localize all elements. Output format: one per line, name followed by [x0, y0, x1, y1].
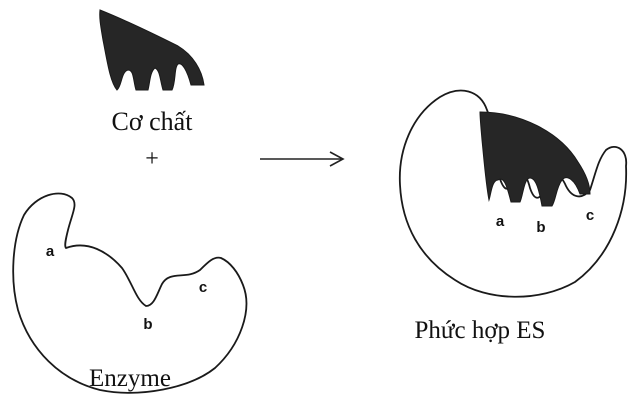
enzyme-site-b: b	[143, 316, 152, 333]
complex-site-b: b	[536, 219, 545, 236]
enzyme-group: a b c Enzyme	[13, 193, 246, 392]
enzyme-site-c: c	[199, 279, 207, 296]
plus-sign: +	[145, 146, 159, 172]
es-complex-group: a b c Phức hợp ES	[400, 91, 626, 344]
substrate-group: Cơ chất	[100, 10, 204, 136]
complex-site-a: a	[496, 213, 505, 230]
substrate-shape	[100, 10, 204, 90]
enzyme-site-a: a	[46, 243, 55, 260]
reaction-arrow	[260, 152, 343, 166]
complex-site-c: c	[586, 207, 594, 224]
enzyme-label: Enzyme	[89, 365, 171, 392]
enzyme-outline	[13, 193, 246, 392]
complex-substrate-shape	[480, 112, 590, 206]
complex-label: Phức hợp ES	[415, 317, 546, 344]
substrate-label: Cơ chất	[112, 107, 194, 136]
